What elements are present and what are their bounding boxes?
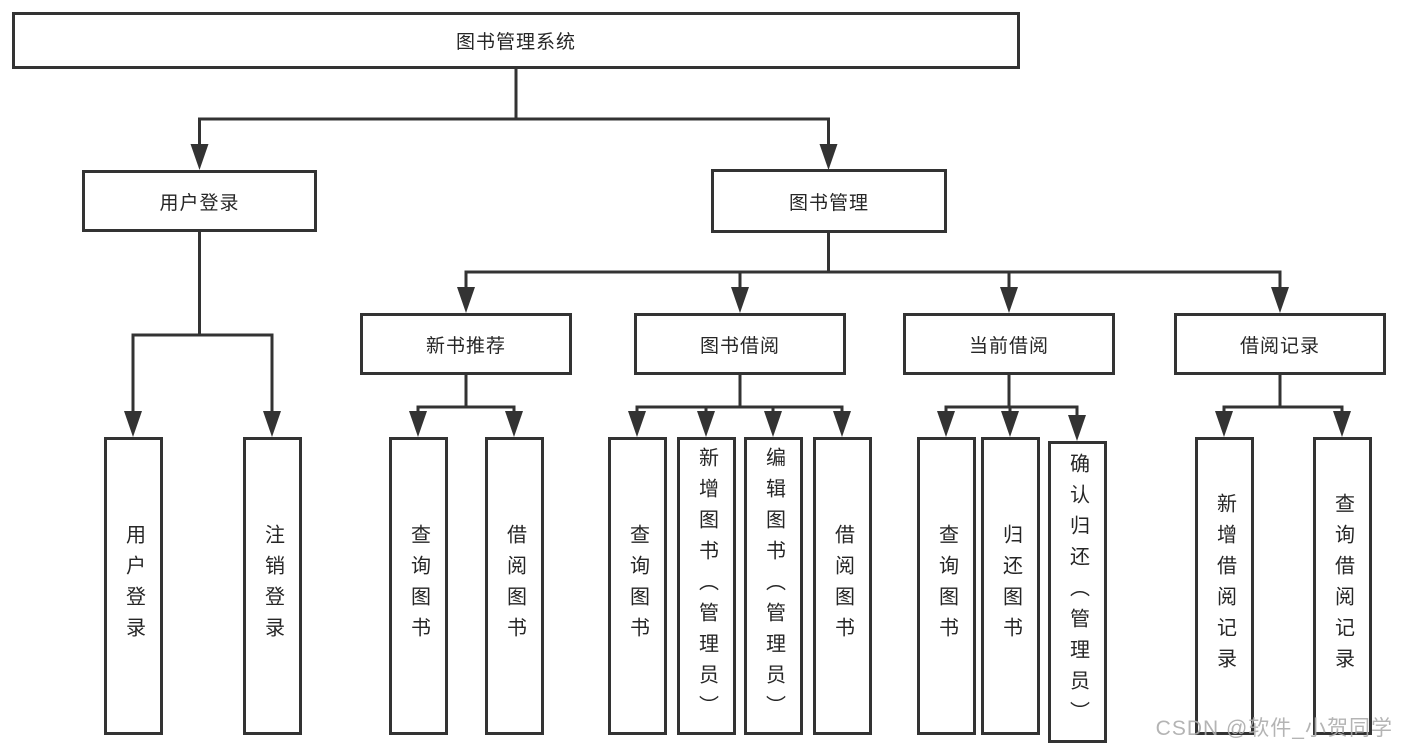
- leaf-add-borrow-record: 新增借阅记录: [1195, 437, 1254, 735]
- node-label: 借阅记录: [1239, 335, 1320, 357]
- node-label: 用户登录: [122, 524, 145, 648]
- node-label: 注销登录: [261, 524, 284, 648]
- leaf-logout: 注销登录: [243, 437, 302, 735]
- leaf-query-borrow-record: 查询借阅记录: [1313, 437, 1372, 735]
- node-label: 新增借阅记录: [1213, 493, 1236, 679]
- leaf-user-login: 用户登录: [104, 437, 163, 735]
- node-user-login-branch: 用户登录: [82, 170, 317, 232]
- node-borrowing-records: 借阅记录: [1174, 313, 1386, 375]
- node-label: 查询图书: [935, 524, 958, 648]
- node-label: 查询借阅记录: [1331, 493, 1354, 679]
- node-library-management-system: 图书管理系统: [12, 12, 1020, 69]
- leaf-return-books: 归还图书: [981, 437, 1040, 735]
- csdn-watermark: CSDN @软件_小贺同学: [1155, 717, 1393, 740]
- node-label: 新增图书（管理员）: [695, 446, 718, 726]
- connector-userlogin-to-leaves: [124, 232, 281, 437]
- node-label: 编辑图书（管理员）: [762, 446, 785, 726]
- node-label: 归还图书: [999, 524, 1022, 648]
- connector-currentborrow-to-leaves: [937, 375, 1086, 441]
- node-label: 查询图书: [626, 524, 649, 648]
- node-book-management-branch: 图书管理: [711, 169, 947, 233]
- node-new-book-recommendation: 新书推荐: [360, 313, 572, 375]
- leaf-confirm-return-admin: 确认归还（管理员）: [1048, 441, 1107, 743]
- connector-newbook-to-leaves: [409, 375, 523, 437]
- node-label: 用户登录: [159, 192, 240, 214]
- leaf-query-books-current: 查询图书: [917, 437, 976, 735]
- leaf-borrow-books-recommend: 借阅图书: [485, 437, 544, 735]
- node-label: 图书管理: [788, 192, 869, 214]
- node-label: 图书管理系统: [455, 32, 576, 53]
- node-label: 确认归还（管理员）: [1066, 452, 1089, 732]
- leaf-query-books-borrow: 查询图书: [608, 437, 667, 735]
- connector-bookborrow-to-leaves: [628, 375, 851, 437]
- node-current-borrowing: 当前借阅: [903, 313, 1115, 375]
- connector-bookmgmt-to-level3: [457, 233, 1289, 313]
- node-book-borrowing: 图书借阅: [634, 313, 846, 375]
- leaf-borrow-books: 借阅图书: [813, 437, 872, 735]
- node-label: 当前借阅: [968, 335, 1049, 357]
- node-label: 查询图书: [407, 524, 430, 648]
- leaf-add-books-admin: 新增图书（管理员）: [677, 437, 736, 735]
- node-label: 借阅图书: [503, 524, 526, 648]
- leaf-edit-books-admin: 编辑图书（管理员）: [744, 437, 803, 735]
- leaf-query-books-recommend: 查询图书: [389, 437, 448, 735]
- node-label: 新书推荐: [425, 335, 506, 357]
- connector-root-to-level2: [190, 69, 838, 170]
- node-label: 图书借阅: [699, 335, 780, 357]
- node-label: 借阅图书: [831, 524, 854, 648]
- connector-borrowrecords-to-leaves: [1215, 375, 1351, 437]
